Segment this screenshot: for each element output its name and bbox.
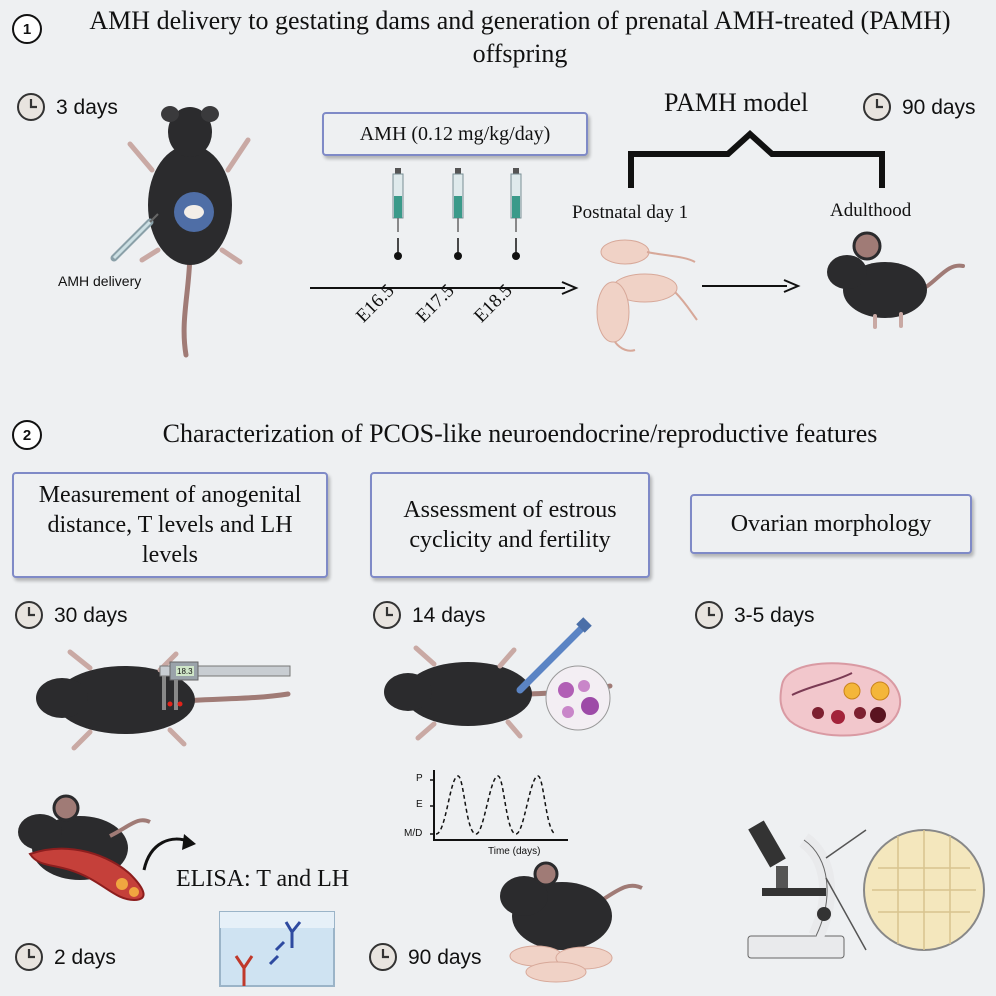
duration-90-days: 90 days (902, 96, 976, 119)
estrous-cycle-chart (430, 770, 568, 841)
step-number-1: 1 (12, 14, 42, 44)
clock-icon (15, 601, 43, 629)
ovary-icon (779, 662, 902, 737)
elisa-label: ELISA: T and LH (176, 866, 350, 892)
timeline-arrow (310, 281, 579, 295)
adulthood-label: Adulthood (830, 200, 912, 221)
section2-title: Characterization of PCOS-like neuroendoc… (162, 419, 878, 448)
step-number-2: 2 (12, 420, 42, 450)
chart-x-label: Time (days) (488, 846, 541, 857)
adult-mouse-icon (827, 231, 965, 329)
pregnant-mouse-icon (127, 106, 251, 358)
elisa-well-icon (219, 911, 335, 987)
chart-y-label-e: E (416, 799, 423, 810)
chart-y-label-md: M/D (404, 828, 423, 839)
amh-delivery-label: AMH delivery (58, 273, 142, 289)
estrous-box: Assessment of estrous cyclicity and fert… (370, 472, 650, 578)
development-arrow (702, 279, 801, 293)
duration-3-5-days: 3-5 days (734, 604, 815, 627)
ovarian-box: Ovarian morphology (690, 494, 972, 554)
syringe-icon (110, 213, 159, 262)
dose-box: AMH (0.12 mg/kg/day) (322, 112, 588, 156)
syringe-icon (452, 168, 464, 260)
duration-3-days: 3 days (56, 96, 118, 119)
blood-sample-mouse-icon (18, 794, 151, 902)
clock-icon (863, 93, 891, 121)
syringe-icon (510, 168, 522, 260)
pups-icon (596, 239, 698, 352)
section1-title: AMH delivery to gestating dams and gener… (89, 6, 951, 68)
duration-2-days: 2 days (54, 946, 116, 969)
dam-with-pups-icon (500, 861, 643, 983)
clock-icon (15, 943, 43, 971)
duration-30-days: 30 days (54, 604, 128, 627)
chart-y-label-p: P (416, 773, 423, 784)
clock-icon (695, 601, 723, 629)
pamh-model-label: PAMH model (664, 88, 809, 117)
curved-arrow (142, 834, 196, 871)
pamh-bracket (628, 129, 885, 188)
clock-icon (17, 93, 45, 121)
syringe-icon (392, 168, 404, 260)
pipette-mouse-icon (384, 617, 613, 741)
clock-icon (369, 943, 397, 971)
microscope-icon (747, 820, 985, 959)
measurement-box: Measurement of anogenital distance, T le… (12, 472, 328, 578)
duration-14-days: 14 days (412, 604, 486, 627)
caliper-mouse-icon (36, 649, 291, 751)
duration-90-days-fertility: 90 days (408, 946, 482, 969)
postnatal-day-label: Postnatal day 1 (572, 202, 689, 223)
caliper-reading: 18.3 (177, 667, 193, 676)
clock-icon (373, 601, 401, 629)
